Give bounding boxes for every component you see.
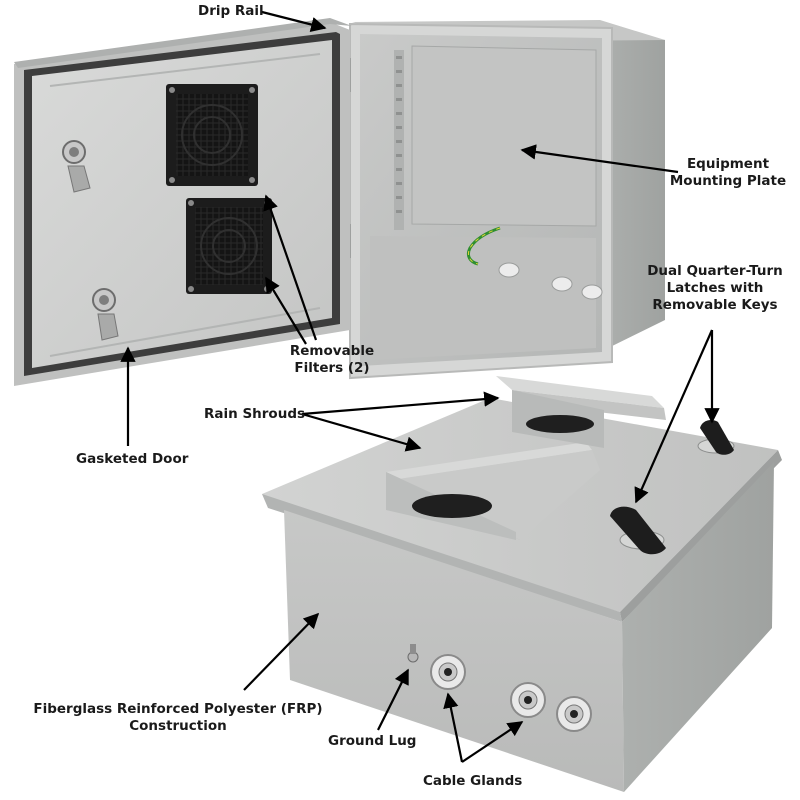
- enclosure-lid-lip: [262, 494, 622, 622]
- arrow-frp: [243, 612, 320, 691]
- label-drip-rail: Drip Rail: [198, 3, 264, 19]
- lower-filter-fan: [186, 198, 272, 294]
- cable-gland: [510, 682, 546, 718]
- label-removable-filters-line1: Removable: [289, 343, 375, 359]
- door-ribs: [49, 53, 321, 357]
- arrow-gland-2: [461, 721, 524, 763]
- label-removable-filters-line2: Filters (2): [294, 360, 370, 376]
- shroud-fan-opening: [526, 415, 594, 433]
- door-latch-lower: [92, 288, 119, 341]
- arrow-mounting-plate: [520, 144, 679, 174]
- label-dual-latches: Dual Quarter-Turn Latches with Removable…: [640, 263, 790, 314]
- arrow-latch-front: [634, 329, 714, 504]
- label-rain-shrouds: Rain Shrouds: [204, 406, 306, 422]
- interior-knockout: [581, 284, 603, 300]
- enclosure-side: [622, 462, 774, 792]
- ground-lug: [407, 644, 419, 663]
- label-frp-line1: Fiberglass Reinforced Polyester (FRP): [33, 701, 323, 717]
- drip-rail: [14, 18, 352, 68]
- rail-slots: [396, 56, 402, 213]
- enclosure-front: [284, 510, 624, 792]
- quarter-turn-latch-front: [610, 506, 666, 555]
- arrow-ground-lug: [377, 668, 409, 731]
- label-ground-lug: Ground Lug: [328, 733, 417, 749]
- label-cable-glands: Cable Glands: [423, 773, 523, 789]
- arrow-drip-rail: [261, 10, 327, 33]
- callout-arrows: [120, 10, 720, 763]
- arrow-shroud-rear: [301, 391, 500, 416]
- cable-gland: [430, 654, 466, 690]
- ground-wire-stripe: [467, 227, 501, 265]
- label-removable-filters: Removable Filters (2): [276, 343, 388, 377]
- equipment-mounting-plate: [411, 45, 597, 227]
- rain-shroud-front: [386, 442, 600, 540]
- quarter-turn-latch-rear: [697, 420, 735, 455]
- enclosure-side-wall: [600, 28, 665, 352]
- label-equipment-mounting-plate-line2: Mounting Plate: [669, 173, 787, 189]
- cable-gland: [556, 696, 592, 732]
- shroud-fan-opening: [412, 494, 492, 518]
- label-equipment-mounting-plate: Equipment Mounting Plate: [666, 156, 790, 190]
- label-equipment-mounting-plate-line1: Equipment: [686, 156, 770, 172]
- enclosure-lid-lip-side: [620, 450, 782, 622]
- interior-knockout: [498, 262, 520, 278]
- arrow-filter-upper: [263, 194, 318, 341]
- open-enclosure: [14, 18, 665, 386]
- arrow-gland-1: [443, 692, 464, 763]
- label-dual-latches-line1: Dual Quarter-Turn: [647, 263, 783, 279]
- rain-shroud-rear: [496, 376, 666, 448]
- door-latch-upper: [62, 140, 91, 193]
- label-frp-line2: Construction: [129, 718, 227, 734]
- interior-floor: [370, 236, 596, 360]
- label-frp: Fiberglass Reinforced Polyester (FRP) Co…: [28, 701, 328, 735]
- label-dual-latches-line2: Latches with: [666, 280, 764, 296]
- interior-knockout: [551, 276, 573, 292]
- upper-filter-fan: [166, 84, 258, 186]
- closed-enclosure: [262, 376, 782, 792]
- label-dual-latches-line3: Removable Keys: [652, 297, 778, 313]
- arrow-shroud-front: [301, 412, 422, 452]
- label-gasketed-door: Gasketed Door: [76, 451, 189, 467]
- arrow-filter-lower: [265, 276, 307, 345]
